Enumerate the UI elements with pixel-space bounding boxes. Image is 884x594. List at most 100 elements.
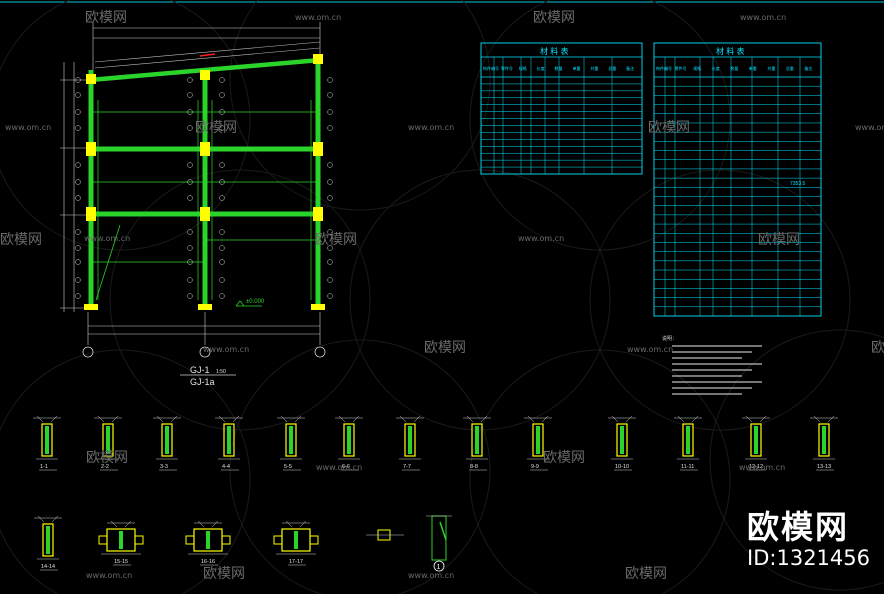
watermark-text: www.om.cn	[295, 13, 341, 22]
notes-title: 说明：	[662, 335, 677, 342]
watermark-text: www.om.cn	[740, 13, 786, 22]
watermarks: www.om.cn www.om.cn www.om.cn www.om.cn www.…	[0, 10, 884, 582]
section-detail: 2-2	[94, 415, 122, 471]
detail-1-label: 1	[437, 564, 441, 571]
watermark-text: 欧模网	[0, 232, 42, 248]
brand-id: ID:1321456	[747, 546, 870, 570]
table-header-cell: 数量	[730, 65, 738, 71]
small-plate-detail	[366, 529, 404, 541]
watermark-text: www.om.cn	[408, 571, 454, 580]
table-2-title: 材 料 表	[716, 46, 744, 56]
watermark-text: 欧模网	[625, 566, 667, 582]
section-label: 11-11	[681, 464, 694, 470]
watermark-text: www.om.cn	[627, 345, 673, 354]
section-details: 1-1 2-2 3-3 4-4 5-5 6-6 7-7 8-8 9-9 10-10 11-11 12-…	[33, 415, 838, 571]
watermark-text: 欧模网	[195, 120, 237, 136]
watermark-text: 欧模网	[648, 120, 690, 136]
joint-plates	[84, 54, 325, 310]
section-label: 15-15	[114, 559, 128, 565]
section-label: 14-14	[41, 564, 55, 570]
elevation-label: ±0.000	[246, 299, 265, 305]
section-label: 10-10	[615, 464, 629, 470]
steel-members	[88, 56, 321, 310]
table-header-cell: 构件编号	[656, 65, 672, 71]
watermark-text: 欧模网	[871, 340, 884, 356]
section-label: 7-7	[403, 464, 411, 470]
section-detail: 15-15	[98, 520, 144, 566]
watermark-text: 欧模网	[203, 566, 245, 582]
watermark-text: www.om.cn	[84, 234, 130, 243]
elevation-marker: ±0.000	[235, 299, 265, 307]
watermark-text: 欧模网	[85, 10, 127, 26]
table-2-total: 7353.5	[790, 181, 806, 187]
table-header-cell: 规格	[519, 65, 527, 71]
section-label: 16-16	[201, 559, 215, 565]
section-detail: 14-14	[34, 515, 62, 571]
section-label: 1-1	[40, 464, 48, 470]
table-header-cell: 备注	[626, 65, 634, 71]
table-header-cell: 数量	[555, 65, 563, 71]
section-detail: 12-12	[742, 415, 770, 471]
watermark-text: www.om.cn	[5, 123, 51, 132]
section-detail: 16-16	[185, 520, 231, 566]
frame-title: GJ-1	[190, 365, 210, 375]
section-detail: 10-10	[608, 415, 636, 471]
table-header-cell: 共重	[590, 65, 598, 71]
table-header-cell: 单重	[572, 65, 580, 71]
frame-bolts	[75, 77, 333, 299]
brand-name: 欧模网	[747, 508, 850, 546]
watermark-text: www.om.cn	[86, 571, 132, 580]
watermark-text: www.om.cn	[518, 234, 564, 243]
section-label: 2-2	[101, 464, 109, 470]
red-annotation-mark	[199, 53, 216, 57]
material-table-2: 材 料 表 7353.5 构件编号零件号规格长度数量单重共重总重备注	[653, 42, 822, 317]
section-label: 8-8	[470, 464, 478, 470]
section-label: 13-13	[817, 464, 831, 470]
watermark-text: www.om.cn	[408, 123, 454, 132]
frame-subtitle: GJ-1a	[190, 377, 215, 387]
watermark-text: 欧模网	[424, 340, 466, 356]
section-label: 4-4	[222, 464, 230, 470]
section-detail: 11-11	[674, 415, 702, 471]
top-dimension-lines	[92, 22, 321, 70]
section-label: 3-3	[160, 464, 168, 470]
watermark-text: 欧模网	[86, 450, 128, 466]
notes-block: 说明：	[662, 335, 762, 395]
section-label: 12-12	[749, 464, 763, 470]
left-dimension-lines	[60, 62, 86, 312]
section-detail: 3-3	[153, 415, 181, 471]
frame-elevation: ±0.000 GJ-1 1:50 GJ-1a	[60, 22, 333, 387]
section-label: 9-9	[531, 464, 539, 470]
section-detail: 1-1	[33, 415, 61, 471]
watermark-text: 欧模网	[315, 232, 357, 248]
detail-1: 1	[426, 515, 452, 572]
bottom-dimension-lines	[87, 312, 321, 345]
watermark-text: 欧模网	[758, 232, 800, 248]
section-detail: 7-7	[396, 415, 424, 471]
frame-scale: 1:50	[216, 369, 226, 375]
table-header-cell: 总重	[786, 65, 794, 71]
table-header-cell: 共重	[767, 65, 775, 71]
section-detail: 9-9	[524, 415, 552, 471]
axis-bubble-a	[82, 346, 94, 358]
watermark-text: 欧模网	[533, 10, 575, 26]
section-detail: 17-17	[273, 520, 319, 566]
roof-purlin-hatch	[94, 41, 321, 69]
table-header-cell: 零件号	[675, 65, 687, 71]
section-label: 6-6	[342, 464, 350, 470]
brand-watermark: 欧模网 ID:1321456	[747, 508, 870, 570]
axis-bubble-b	[199, 346, 211, 358]
table-header-cell: 构件编号	[483, 65, 499, 71]
table-header-cell: 长度	[537, 65, 545, 71]
watermark-text: 欧模网	[543, 450, 585, 466]
axis-bubble-c	[314, 346, 326, 358]
section-detail: 8-8	[463, 415, 491, 471]
section-detail: 5-5	[277, 415, 305, 471]
table-header-cell: 备注	[804, 65, 812, 71]
table-1-title: 材 料 表	[540, 46, 568, 56]
section-detail: 4-4	[215, 415, 243, 471]
